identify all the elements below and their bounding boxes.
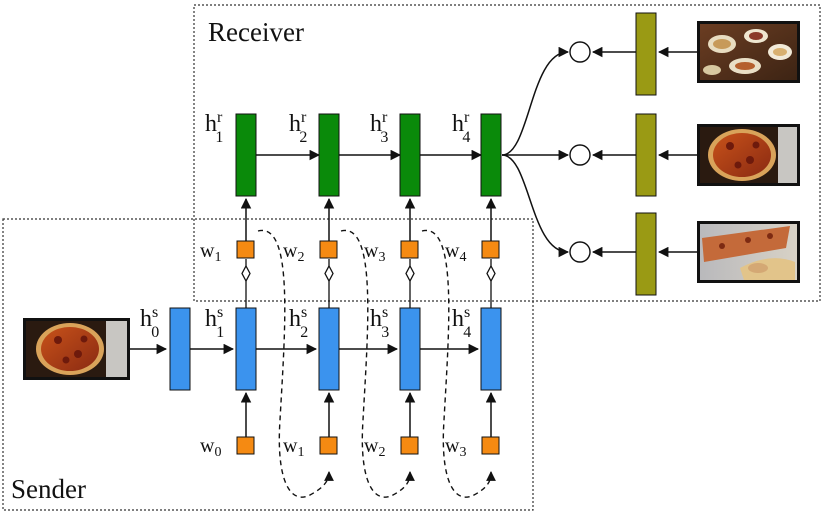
candidate-embedding-2 <box>635 113 657 197</box>
input-token-label-3: w3 <box>445 435 466 460</box>
input-token-label-1: w1 <box>283 435 304 460</box>
receiver-label: Receiver <box>208 17 304 47</box>
input-token-3 <box>481 436 500 455</box>
sender-cell-4 <box>480 307 502 391</box>
sender-cell-0 <box>169 307 191 391</box>
comparison-node-2 <box>569 144 591 166</box>
receiver-cell-4 <box>480 113 502 197</box>
sampling-connectors <box>241 259 496 308</box>
sender-cell-3 <box>399 307 421 391</box>
receiver-cell-1 <box>235 113 257 197</box>
message-token-3 <box>400 240 419 259</box>
candidate-image-pizza <box>697 124 800 186</box>
input-token-label-0: w0 <box>200 435 221 460</box>
feedback-loops <box>257 229 496 498</box>
receiver-region <box>193 4 821 302</box>
message-token-4 <box>481 240 500 259</box>
sender-label: Sender <box>11 474 86 504</box>
sender-cell-1 <box>235 307 257 391</box>
receiver-cell-3 <box>399 113 421 197</box>
message-token-1 <box>236 240 255 259</box>
sender-cell-2 <box>318 307 340 391</box>
target-image-pizza <box>23 318 130 380</box>
sender-region <box>2 218 534 511</box>
comparison-node-1 <box>569 41 591 63</box>
receiver-output-branches <box>501 46 570 258</box>
input-token-label-2: w2 <box>364 435 385 460</box>
candidate-image-food-spread <box>697 21 800 83</box>
candidate-embedding-1 <box>635 12 657 96</box>
message-token-label-2: w2 <box>283 240 304 265</box>
message-token-label-3: w3 <box>364 240 385 265</box>
message-token-2 <box>319 240 338 259</box>
input-token-0 <box>236 436 255 455</box>
message-token-label-4: w4 <box>445 240 466 265</box>
candidate-image-pizza-slice <box>697 221 800 283</box>
candidate-embedding-3 <box>635 212 657 296</box>
message-token-label-1: w1 <box>200 240 221 265</box>
input-token-1 <box>319 436 338 455</box>
input-token-2 <box>400 436 419 455</box>
comparison-node-3 <box>569 241 591 263</box>
receiver-cell-2 <box>318 113 340 197</box>
